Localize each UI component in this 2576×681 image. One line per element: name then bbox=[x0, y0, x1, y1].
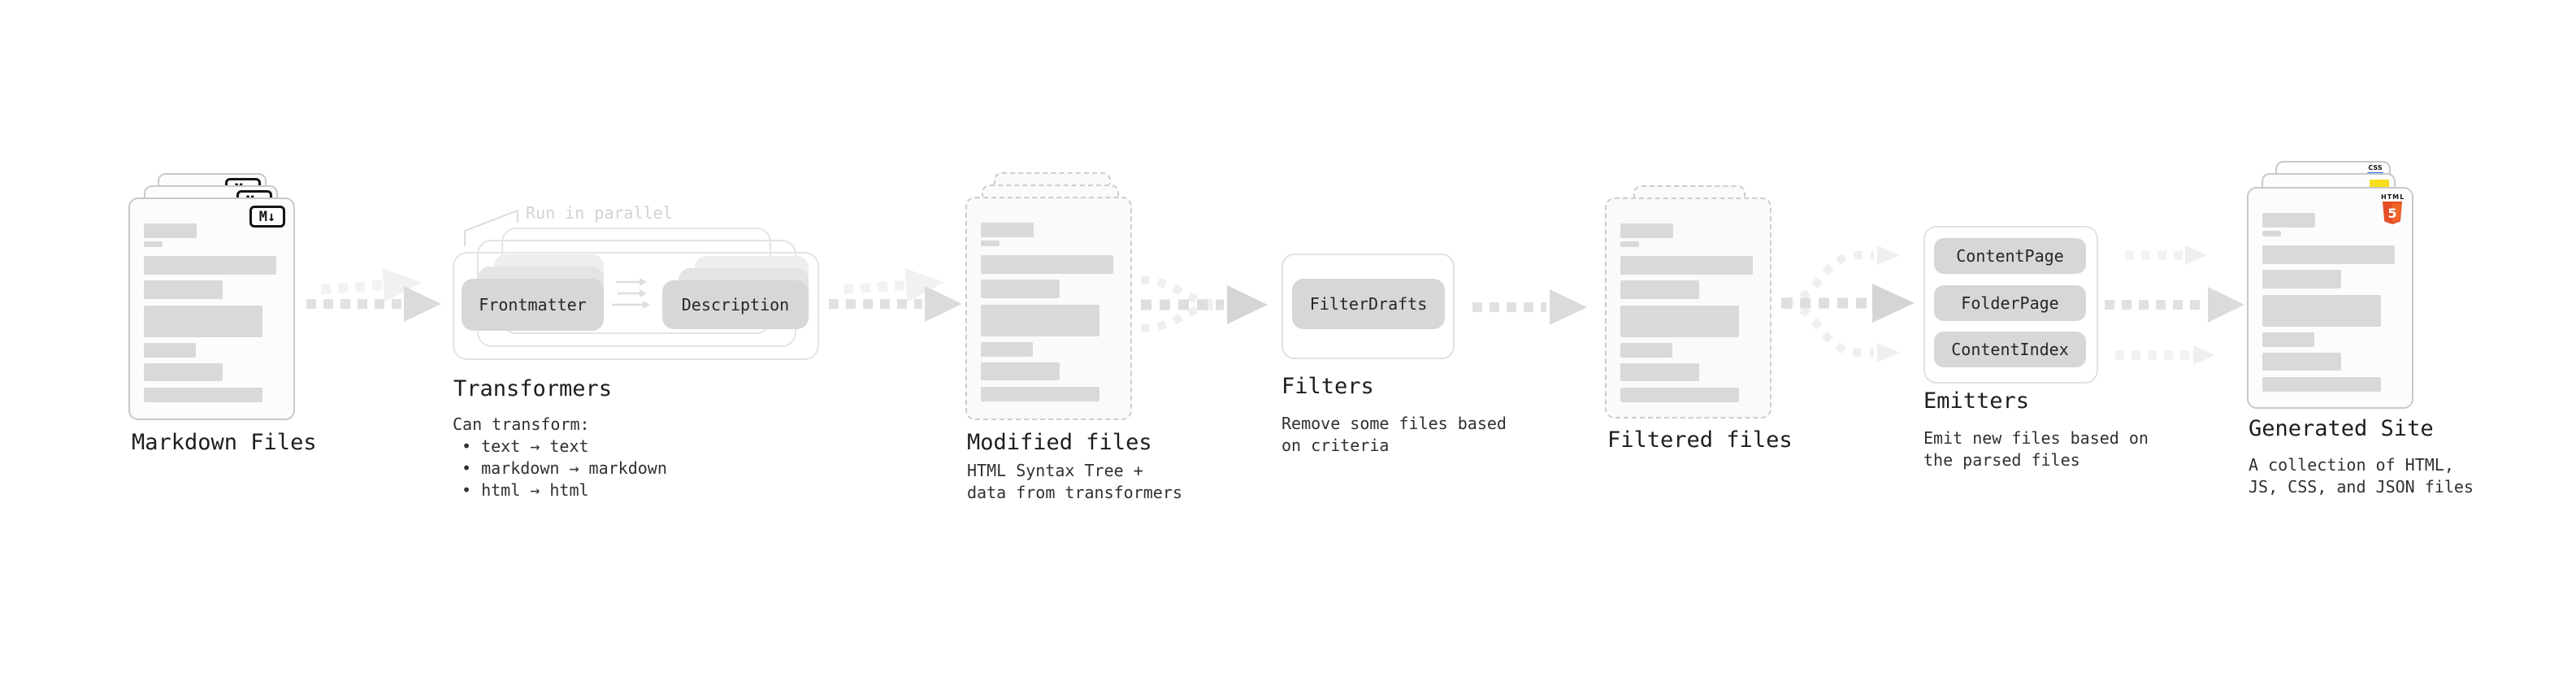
arrow-markdown-to-transformers bbox=[306, 267, 441, 322]
markdown-badge-icon: M↓ bbox=[249, 206, 285, 228]
modified-files-description-line: HTML Syntax Tree + bbox=[967, 461, 1143, 480]
transform-bullet: • html → html bbox=[462, 480, 589, 500]
folderpage-pill: FolderPage bbox=[1934, 285, 2086, 321]
arrow-modified-to-filters-merge bbox=[1140, 276, 1268, 332]
emitters-description: Emit new files based on the parsed files bbox=[1923, 427, 2149, 471]
transformer-box-layer-front bbox=[453, 252, 819, 360]
contentindex-pill: ContentIndex bbox=[1934, 332, 2086, 367]
markdown-files-title: Markdown Files bbox=[132, 430, 317, 455]
html5-shield-icon: 5 bbox=[2383, 202, 2402, 224]
emitters-description-line: the parsed files bbox=[1923, 450, 2080, 470]
transform-bullet: • markdown → markdown bbox=[462, 458, 667, 478]
filters-description-line: Remove some files based bbox=[1281, 414, 1507, 433]
html5-badge-label: HTML bbox=[2381, 193, 2405, 201]
filters-description: Remove some files based on criteria bbox=[1281, 413, 1507, 457]
modified-files-description: HTML Syntax Tree + data from transformer… bbox=[967, 460, 1182, 504]
filtered-file-card bbox=[1605, 197, 1772, 419]
file-content-bars bbox=[2262, 213, 2395, 397]
filters-title: Filters bbox=[1281, 374, 1374, 399]
emitters-description-line: Emit new files based on bbox=[1923, 428, 2149, 448]
frontmatter-pill: Frontmatter bbox=[462, 279, 604, 331]
transformers-title: Transformers bbox=[453, 376, 613, 401]
transformers-bullet-list: • text → text • markdown → markdown • ht… bbox=[462, 436, 667, 501]
generated-site-description-line: A collection of HTML, bbox=[2249, 455, 2454, 475]
html5-badge-number: 5 bbox=[2387, 206, 2396, 221]
generated-site-description-line: JS, CSS, and JSON files bbox=[2249, 477, 2474, 497]
file-content-bars bbox=[144, 223, 276, 408]
generated-site-description: A collection of HTML, JS, CSS, and JSON … bbox=[2249, 454, 2474, 498]
run-in-parallel-label: Run in parallel bbox=[526, 203, 673, 223]
arrow-emitters-to-generated bbox=[2105, 245, 2244, 365]
markdown-file-card: M↓ bbox=[128, 197, 295, 420]
file-content-bars bbox=[1620, 223, 1753, 408]
filters-description-line: on criteria bbox=[1281, 436, 1390, 455]
arrow-transformers-to-modified bbox=[829, 267, 962, 322]
description-pill: Description bbox=[662, 280, 809, 329]
modified-files-description-line: data from transformers bbox=[967, 483, 1182, 502]
filterdrafts-pill: FilterDrafts bbox=[1292, 279, 1445, 329]
filtered-files-title: Filtered files bbox=[1607, 427, 1793, 453]
arrow-filtered-to-emitters-fork bbox=[1781, 245, 1915, 362]
css-badge-label: CSS bbox=[2368, 164, 2383, 171]
modified-files-title: Modified files bbox=[967, 430, 1152, 455]
emitters-title: Emitters bbox=[1923, 388, 2030, 414]
html5-badge-icon: HTML 5 bbox=[2381, 193, 2404, 225]
arrow-filters-to-filtered bbox=[1472, 289, 1587, 325]
transformers-description-heading: Can transform: bbox=[453, 414, 590, 434]
modified-file-card bbox=[965, 197, 1132, 420]
contentpage-pill: ContentPage bbox=[1934, 238, 2086, 274]
generated-site-title: Generated Site bbox=[2249, 416, 2434, 441]
file-content-bars bbox=[981, 223, 1113, 407]
transform-bullet: • text → text bbox=[462, 436, 589, 456]
generated-site-card: HTML 5 bbox=[2247, 187, 2413, 409]
